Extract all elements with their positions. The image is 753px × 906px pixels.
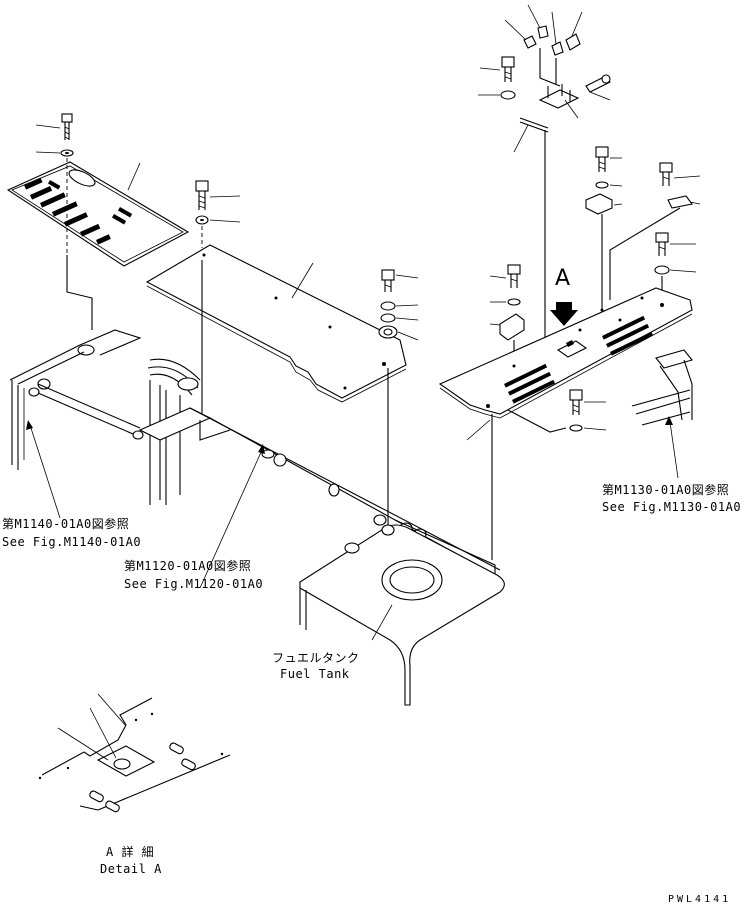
callout-m1130-ja: 第M1130-01A0図参照	[602, 482, 729, 497]
fuel-tank	[299, 524, 505, 706]
right-frame	[631, 349, 693, 479]
right-bracket-assembly	[478, 4, 611, 345]
callout-m1130-en: See Fig.M1130-01A0	[602, 500, 741, 514]
fuel-tank-label-en: Fuel Tank	[280, 667, 350, 681]
fuel-tank-label-ja: フュエルタンク	[272, 651, 360, 665]
callout-m1140-en: See Fig.M1140-01A0	[2, 535, 141, 549]
drawing-code: PWL4141	[668, 894, 731, 905]
callout-m1120: 第M1120-01A0図参照 See Fig.M1120-01A0	[124, 558, 263, 591]
callout-m1130: 第M1130-01A0図参照 See Fig.M1130-01A0	[602, 482, 741, 514]
detail-a-label-ja: A 詳 細	[106, 844, 154, 859]
callout-detail-a: A 詳 細 Detail A	[100, 844, 162, 876]
callout-m1140-ja: 第M1140-01A0図参照	[2, 516, 129, 531]
svg-text:A: A	[555, 266, 571, 291]
callout-m1120-ja: 第M1120-01A0図参照	[124, 558, 251, 573]
right-perforated-cover-plate	[438, 287, 693, 560]
view-a-marker: A	[550, 266, 578, 326]
right-hardware	[489, 146, 701, 368]
lower-right-bolt	[507, 389, 607, 433]
left-frame	[9, 255, 144, 519]
center-bolt	[195, 180, 241, 420]
center-cover-plate	[145, 244, 407, 403]
left-bolt	[35, 113, 74, 157]
center-right-bolt	[378, 269, 419, 525]
detail-a-label-en: Detail A	[100, 862, 162, 876]
plate-leader	[127, 162, 141, 191]
detail-a-inset	[38, 693, 231, 813]
callout-fuel-tank: フュエルタンク Fuel Tank	[272, 651, 360, 681]
left-floor-cover-plate	[6, 161, 190, 267]
callout-m1120-en: See Fig.M1120-01A0	[124, 577, 263, 591]
callout-m1140: 第M1140-01A0図参照 See Fig.M1140-01A0	[2, 516, 141, 549]
